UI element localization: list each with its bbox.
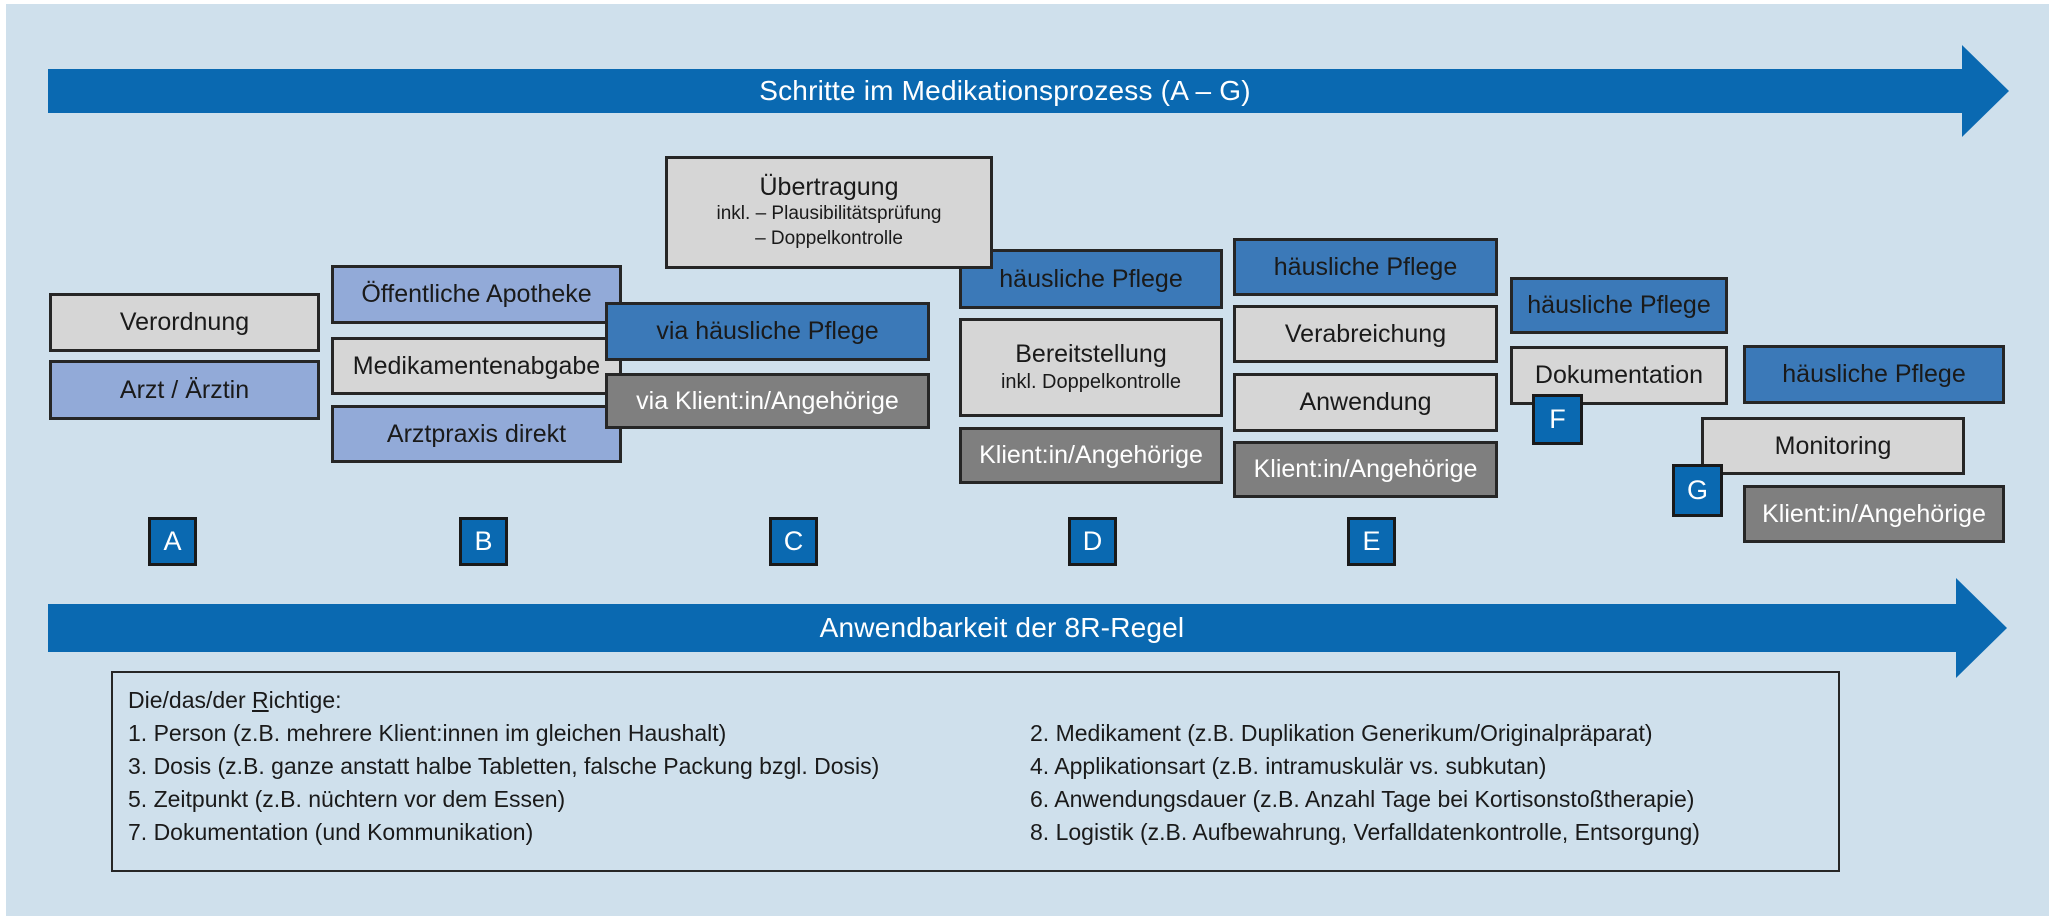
box-label: häusliche Pflege bbox=[1527, 291, 1711, 320]
box-label: Bereitstellung bbox=[1015, 340, 1167, 369]
box-haeusliche-pflege-f: häusliche Pflege bbox=[1510, 277, 1728, 334]
box-verordnung: Verordnung bbox=[49, 293, 320, 352]
box-subline: – Doppelkontrolle bbox=[755, 227, 903, 249]
step-letter-c: C bbox=[769, 517, 818, 566]
box-subline: inkl. Doppelkontrolle bbox=[1000, 370, 1182, 393]
legend-item: 8. Logistik (z.B. Aufbewahrung, Verfalld… bbox=[1030, 819, 1700, 845]
box-uebertragung: Übertragung inkl. – Plausibilitätsprüfun… bbox=[665, 156, 993, 269]
top-arrow-label: Schritte im Medikationsprozess (A – G) bbox=[759, 75, 1251, 106]
bottom-arrow-head-icon bbox=[1956, 578, 2007, 678]
box-via-haeusliche-pflege: via häusliche Pflege bbox=[605, 302, 930, 361]
box-monitoring: Monitoring bbox=[1701, 417, 1965, 475]
letter-label: A bbox=[163, 526, 182, 556]
letter-label: G bbox=[1686, 475, 1708, 505]
letter-label: F bbox=[1549, 404, 1566, 434]
box-label: Medikamentenabgabe bbox=[352, 351, 601, 380]
legend-item: 7. Dokumentation (und Kommunikation) bbox=[128, 819, 534, 845]
legend-item: 3. Dosis (z.B. ganze anstatt halbe Table… bbox=[128, 753, 880, 779]
box-label: Arztpraxis direkt bbox=[386, 419, 567, 448]
box-label: Verordnung bbox=[119, 308, 250, 337]
top-arrow-head-icon bbox=[1962, 45, 2009, 137]
legend-title-suffix: ichtige: bbox=[268, 687, 342, 713]
box-medikamentenabgabe: Medikamentenabgabe bbox=[331, 337, 622, 395]
box-label: Klient:in/Angehörige bbox=[1762, 499, 1986, 528]
box-klientin-angehoerige-e: Klient:in/Angehörige bbox=[1233, 441, 1498, 498]
box-bereitstellung: Bereitstellung inkl. Doppelkontrolle bbox=[959, 318, 1223, 417]
box-oeffentliche-apotheke: Öffentliche Apotheke bbox=[331, 265, 622, 324]
letter-label: E bbox=[1362, 526, 1381, 556]
step-letter-b: B bbox=[459, 517, 508, 566]
legend-right-column: 2. Medikament (z.B. Duplikation Generiku… bbox=[1030, 717, 1838, 849]
box-label: via häusliche Pflege bbox=[656, 317, 879, 346]
box-label: Anwendung bbox=[1299, 388, 1432, 417]
box-label: Verabreichung bbox=[1284, 319, 1447, 348]
top-process-arrow: Schritte im Medikationsprozess (A – G) bbox=[48, 69, 1962, 113]
box-label: Klient:in/Angehörige bbox=[979, 441, 1203, 470]
legend-item: 2. Medikament (z.B. Duplikation Generiku… bbox=[1030, 720, 1653, 746]
step-letter-d: D bbox=[1068, 517, 1117, 566]
legend-title: Die/das/der Richtige: bbox=[128, 684, 1838, 717]
legend-left-column: 1. Person (z.B. mehrere Klient:innen im … bbox=[128, 717, 1030, 849]
legend-item: 4. Applikationsart (z.B. intramuskulär v… bbox=[1030, 753, 1547, 779]
letter-label: D bbox=[1082, 526, 1103, 556]
step-letter-e: E bbox=[1347, 517, 1396, 566]
bottom-process-arrow: Anwendbarkeit der 8R-Regel bbox=[48, 604, 1956, 652]
box-anwendung: Anwendung bbox=[1233, 373, 1498, 432]
box-haeusliche-pflege-e: häusliche Pflege bbox=[1233, 238, 1498, 296]
box-arztpraxis-direkt: Arztpraxis direkt bbox=[331, 405, 622, 463]
letter-label: C bbox=[783, 526, 804, 556]
step-letter-f: F bbox=[1532, 394, 1583, 445]
box-haeusliche-pflege-d: häusliche Pflege bbox=[959, 249, 1223, 309]
legend-rows: 1. Person (z.B. mehrere Klient:innen im … bbox=[128, 717, 1838, 849]
box-label: Öffentliche Apotheke bbox=[361, 280, 592, 309]
box-label: häusliche Pflege bbox=[1782, 360, 1966, 389]
step-letter-a: A bbox=[148, 517, 197, 566]
box-label: Monitoring bbox=[1774, 431, 1892, 460]
box-klientin-angehoerige-d: Klient:in/Angehörige bbox=[959, 427, 1223, 484]
box-label: Übertragung bbox=[759, 173, 899, 202]
box-klientin-angehoerige-g: Klient:in/Angehörige bbox=[1743, 485, 2005, 543]
step-letter-g: G bbox=[1672, 464, 1723, 517]
box-label: via Klient:in/Angehörige bbox=[636, 386, 899, 415]
box-verabreichung: Verabreichung bbox=[1233, 305, 1498, 363]
box-via-klientin-angehoerige: via Klient:in/Angehörige bbox=[605, 373, 930, 429]
box-label: Arzt / Ärztin bbox=[119, 375, 250, 404]
box-label: Dokumentation bbox=[1534, 361, 1704, 390]
legend-8r-regel: Die/das/der Richtige: 1. Person (z.B. me… bbox=[111, 671, 1840, 872]
box-subline: inkl. – Plausibilitätsprüfung bbox=[716, 203, 942, 225]
box-label: häusliche Pflege bbox=[1273, 252, 1458, 281]
legend-item: 6. Anwendungsdauer (z.B. Anzahl Tage bei… bbox=[1030, 786, 1695, 812]
box-haeusliche-pflege-g: häusliche Pflege bbox=[1743, 345, 2005, 404]
letter-label: B bbox=[474, 526, 493, 556]
bottom-arrow-label: Anwendbarkeit der 8R-Regel bbox=[819, 612, 1185, 643]
box-arzt-aerztin: Arzt / Ärztin bbox=[49, 360, 320, 420]
box-label: häusliche Pflege bbox=[999, 264, 1183, 293]
legend-title-underlined: R bbox=[252, 687, 269, 713]
box-label: Klient:in/Angehörige bbox=[1253, 455, 1478, 484]
legend-item: 1. Person (z.B. mehrere Klient:innen im … bbox=[128, 720, 727, 746]
legend-item: 5. Zeitpunkt (z.B. nüchtern vor dem Esse… bbox=[128, 786, 566, 812]
legend-title-prefix: Die/das/der bbox=[128, 687, 253, 713]
